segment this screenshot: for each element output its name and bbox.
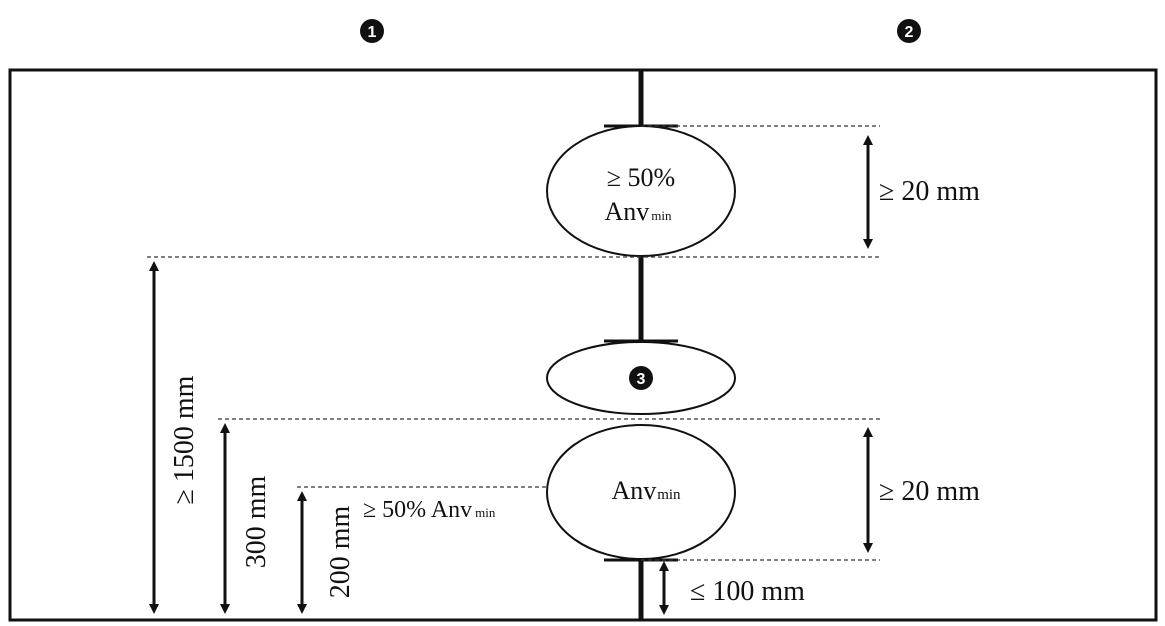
marker-1: 1	[360, 19, 384, 43]
frame	[8, 68, 1158, 622]
top-opening-anv-main: Anv	[604, 197, 649, 226]
label-100mm: ≤ 100 mm	[690, 576, 805, 607]
label-top-20mm: ≥ 20 mm	[879, 176, 980, 207]
label-300mm: 300 mm	[241, 476, 272, 569]
bottom-opening-anv-main: Anv	[611, 476, 656, 505]
label-bottom-20mm: ≥ 20 mm	[879, 476, 980, 507]
left-note-main: ≥ 50% Anv	[363, 497, 472, 523]
bottom-opening-anv-sub: min	[657, 487, 681, 503]
marker-2: 2	[897, 19, 921, 43]
bottom-opening-anv: Anvmin	[611, 476, 681, 505]
label-200mm: 200 mm	[325, 506, 356, 599]
label-1500mm: ≥ 1500 mm	[169, 375, 200, 504]
marker-1-label: 1	[368, 24, 377, 41]
top-opening-percent: ≥ 50%	[607, 163, 675, 192]
left-note-sub: min	[475, 505, 496, 520]
bottom-opening	[546, 424, 736, 560]
marker-2-label: 2	[905, 24, 914, 41]
top-opening-anv-sub: min	[651, 208, 672, 223]
marker-3-label: 3	[637, 371, 646, 388]
marker-3: 3	[629, 366, 653, 390]
